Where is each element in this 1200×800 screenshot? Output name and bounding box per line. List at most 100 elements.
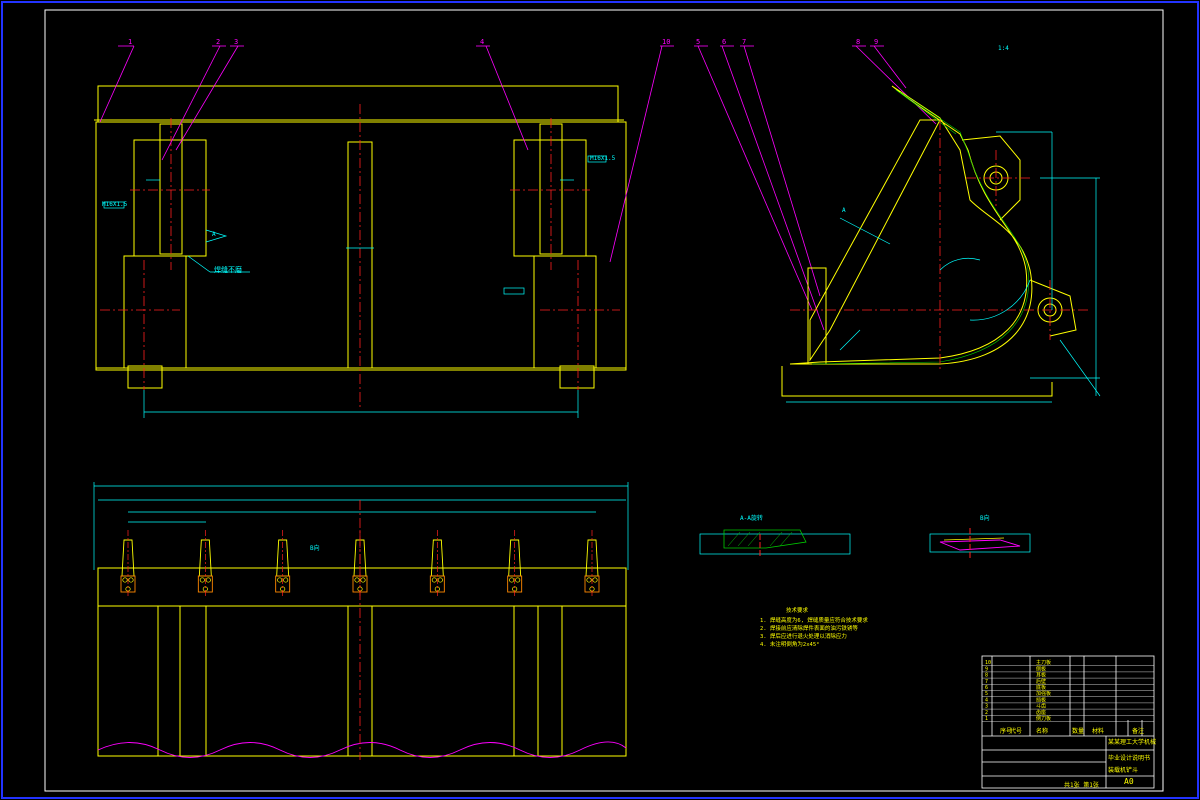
part-name: 加强板 [1036,690,1051,697]
parts-header-name: 名称 [1036,727,1048,735]
part-name: 齿座 [1036,709,1046,716]
part-number: 4 [985,697,988,703]
section-marker-a: A [842,207,846,214]
parts-header-remark: 备注 [1132,727,1144,735]
part-number: 3 [985,704,988,710]
title-block-text: 序号 代号 名称 数量 材料 备注 某某理工大学机械 毕业设计说明书 装载机铲斗… [1000,727,1156,789]
side-view [781,85,1077,397]
left-foot [127,365,163,389]
bottom-view-dimensions [93,482,629,570]
part-name: 侧板 [1036,665,1046,672]
bottom-body [97,605,627,757]
callout-7: 7 [742,38,746,46]
right-lower-mount [533,255,597,369]
part-number: 6 [985,685,988,691]
right-upper-mount [513,139,587,257]
tooth-bolt [354,577,360,583]
front-view-dimensions [103,155,607,418]
upper-ear [961,135,1021,221]
part-name: 斗齿 [1036,704,1046,710]
view-b-title: B向 [980,514,990,522]
drawing-size: A0 [1124,777,1134,786]
callout-2: 2 [216,38,220,46]
parts-header-code: 代号 [1010,727,1022,735]
side-view-hatch [811,89,1029,365]
tooth-bolt [592,577,598,583]
tech-req-item-1: 1. 焊缝高度为6, 焊缝质量应符合技术要求 [760,616,868,624]
bottom-break-line [97,741,627,758]
side-view-centerlines [790,120,1090,370]
tooth-bolt [199,577,205,583]
front-body [95,121,627,371]
bottom-blade [97,567,627,607]
left-lower-mount [123,255,187,369]
part-number: 7 [985,679,988,685]
section-a-view: A-A旋转 [699,514,851,556]
drawing-frame [44,9,1164,792]
parts-header-qty: 数量 [1072,727,1084,735]
left-upper-mount [133,139,207,257]
tooth-bolt [431,577,437,583]
tech-req-title: 技术要求 [786,606,809,614]
front-view-centerlines [100,104,620,410]
callout-8: 8 [856,38,860,46]
front-small-label: A [212,231,216,238]
bottom-view [97,567,627,757]
side-scale-note: 1:4 [998,45,1009,52]
part-name: 底板 [1036,684,1046,691]
tooth-bolt [360,577,366,583]
part-number: 8 [985,673,988,679]
drawing-name: 装载机铲斗 [1108,766,1138,774]
part-name: 后壁 [1036,678,1046,685]
part-name: 主刀板 [1036,659,1051,666]
part-number: 2 [985,710,988,716]
callout-5: 5 [696,38,700,46]
lower-ear [1029,279,1077,337]
tooth-bolt [509,577,515,583]
callout-1: 1 [128,38,132,46]
tooth-bolt [277,577,283,583]
project-name: 毕业设计说明书 [1108,754,1150,762]
callout-3: 3 [234,38,238,46]
part-name: 侧刀板 [1036,715,1051,722]
callout-9: 9 [874,38,878,46]
callout-4: 4 [480,38,484,46]
tooth-bolt [122,577,128,583]
bottom-direction-label: B向 [310,544,320,552]
tooth-bolt [128,577,134,583]
part-name: 耳板 [1036,672,1046,679]
part-name: 挡板 [1036,696,1046,703]
callout-numbers: 1 2 3 4 10 5 6 7 8 9 [128,38,878,46]
side-view-dimensions [786,131,1101,403]
tooth-bolt [437,577,443,583]
part-number: 9 [985,666,988,672]
front-top-plate [97,85,619,123]
section-a-title: A-A旋转 [740,514,763,522]
parts-header-material: 材料 [1092,727,1104,735]
parts-list: 10 主刀板 9 侧板 8 耳板 7 后壁 6 底板 5 加强板 4 挡板 3 斗齿 2 齿座 1 侧刀板 [982,659,1154,722]
section-b-view: B向 [929,514,1031,560]
parts-header-no: 序号 [1000,727,1012,735]
part-number: 1 [985,716,988,722]
bucket-rear-wall [809,119,941,362]
tooth-bolt [515,577,521,583]
front-notation-right: M16X1.5 [590,155,616,162]
title-block [981,655,1155,789]
part-number: 5 [985,691,988,697]
tech-req-item-3: 3. 焊后应进行退火处理以消除应力 [760,632,847,640]
side-base [781,366,1053,397]
front-weld-note: 焊缝不磨 [214,265,242,274]
callout-10: 10 [662,38,670,46]
callout-6: 6 [722,38,726,46]
tech-req-item-2: 2. 焊接前应清除焊件表面的油污铁锈等 [760,624,858,632]
tooth-bolt [586,577,592,583]
right-foot [559,365,595,389]
tooth-bolt [283,577,289,583]
sheet-info: 共1张 第1张 [1064,781,1099,789]
part-number: 10 [985,660,991,666]
technical-requirements: 技术要求 1. 焊缝高度为6, 焊缝质量应符合技术要求 2. 焊接前应清除焊件表… [760,606,868,648]
tech-req-item-4: 4. 未注明倒角为2x45° [760,640,820,648]
school-name: 某某理工大学机械 [1108,738,1156,746]
